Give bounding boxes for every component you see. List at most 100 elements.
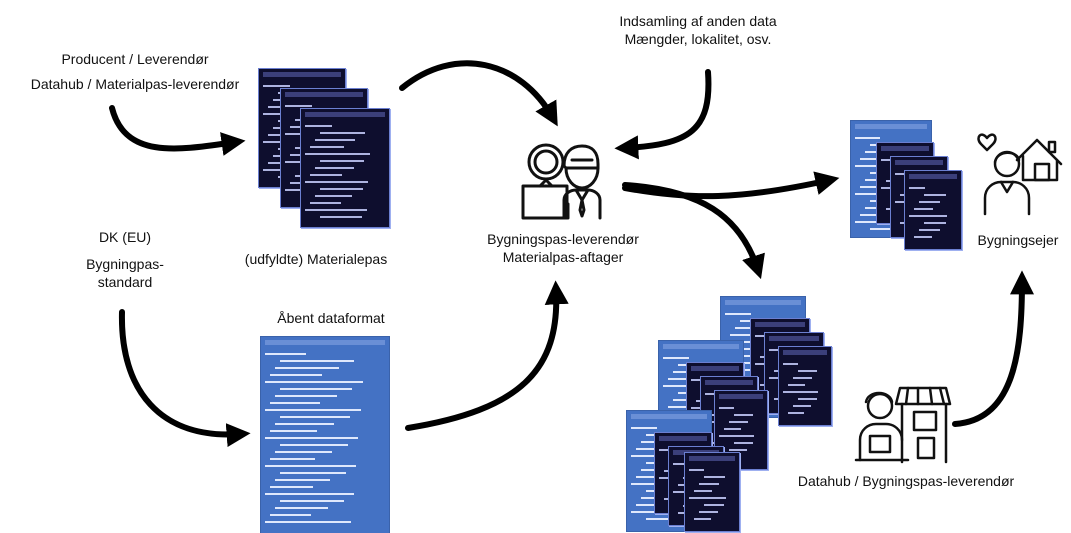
doc-code-line: [699, 511, 719, 513]
doc-code-line: [793, 405, 812, 407]
producer-label: Producent / Leverendør Datahub / Materia…: [20, 50, 250, 93]
arrow-format-to-supplier: [405, 280, 569, 431]
doc-code-line: [270, 514, 311, 516]
doc-code-line: [919, 229, 940, 231]
collection-label-line2: Mængder, lokalitet, osv.: [624, 31, 772, 47]
doc-code-line: [265, 521, 352, 523]
doc-code-line: [914, 236, 933, 238]
doc-code-line: [719, 435, 754, 437]
doc-code-line: [320, 132, 366, 134]
doc-code-line: [734, 414, 754, 416]
doc-code-line: [895, 173, 912, 175]
doc-header-bar: [659, 436, 707, 441]
doc-code-line: [310, 202, 341, 204]
doc-code-line: [860, 186, 889, 188]
doc-code-line: [265, 465, 356, 467]
doc-code-line: [270, 430, 318, 432]
doc-code-line: [909, 187, 926, 189]
doc-code-line: [280, 500, 344, 502]
arrow-producer-to-materialepas: [109, 105, 246, 156]
doc-code-line: [730, 362, 761, 364]
supplier-label-line1: Bygningspas-leverendør: [487, 231, 639, 247]
doc-code-line: [694, 490, 712, 492]
doc-code-line: [699, 483, 720, 485]
doc-code-line: [719, 407, 734, 409]
doc-code-line: [860, 158, 890, 160]
doc-code-line: [924, 222, 946, 224]
doc-code-line: [305, 125, 333, 127]
doc-code-line: [783, 391, 818, 393]
materialepas-doc: [300, 108, 390, 228]
doc-code-line: [265, 381, 363, 383]
doc-code-line: [734, 442, 753, 444]
doc-code-line: [860, 214, 888, 216]
standard-label-line2: Bygningpas-: [86, 256, 164, 272]
collection-label: Indsamling af anden data Mængder, lokali…: [598, 12, 798, 48]
doc-code-line: [691, 379, 708, 381]
doc-code-line: [270, 486, 313, 488]
doc-code-line: [265, 493, 354, 495]
arrow-supplier-to-owner-docs: [622, 171, 840, 200]
doc-header-bar: [895, 160, 943, 165]
doc-code-line: [305, 153, 370, 155]
doc-header-bar: [663, 344, 739, 349]
doc-code-line: [275, 451, 333, 453]
doc-code-line: [265, 437, 359, 439]
doc-code-line: [704, 504, 725, 506]
doc-code-line: [636, 504, 665, 506]
doc-code-line: [280, 360, 355, 362]
supplier-label-line2: Materialpas-aftager: [502, 249, 624, 265]
doc-code-line: [914, 208, 933, 210]
open-format-label: Åbent dataformat: [277, 310, 385, 326]
doc-code-line: [320, 216, 362, 218]
arrow-datahub-to-owner: [952, 270, 1034, 427]
doc-header-bar: [909, 174, 957, 179]
doc-code-line: [263, 85, 290, 87]
doc-code-line: [275, 367, 339, 369]
doc-code-line: [315, 167, 354, 169]
doc-code-line: [315, 139, 356, 141]
doc-code-line: [270, 458, 316, 460]
supplier-label: Bygningspas-leverendør Materialpas-aftag…: [468, 230, 658, 266]
doc-code-line: [783, 363, 798, 365]
doc-code-line: [265, 409, 361, 411]
producer-label-line2: Datahub / Materialpas-leverendør: [30, 76, 240, 92]
owner-label: Bygningsejer: [977, 232, 1059, 248]
doc-header-bar: [783, 350, 827, 355]
doc-code-line: [305, 209, 367, 211]
doc-code-line: [924, 194, 947, 196]
doc-code-line: [631, 427, 657, 429]
collection-label-line1: Indsamling af anden data: [619, 13, 777, 29]
homeowner-house-icon: [977, 133, 1063, 216]
doc-code-line: [265, 353, 307, 355]
doc-code-line: [275, 507, 328, 509]
doc-code-line: [659, 449, 676, 451]
doc-header-bar: [691, 366, 739, 371]
doc-code-line: [798, 370, 818, 372]
doc-code-line: [694, 518, 712, 520]
standard-label-line1: DK (EU): [98, 229, 152, 245]
doc-code-line: [788, 384, 806, 386]
doc-code-line: [285, 105, 312, 107]
doc-code-line: [646, 518, 685, 520]
doc-header-bar: [705, 380, 753, 385]
doc-code-line: [305, 181, 369, 183]
arrow-collection-to-supplier: [614, 69, 712, 160]
arrow-standard-to-format: [118, 309, 251, 448]
doc-code-line: [280, 444, 348, 446]
doc-code-line: [705, 393, 722, 395]
arrow-materialepas-to-supplier: [399, 60, 558, 127]
doc-code-line: [729, 449, 748, 451]
doc-code-line: [909, 215, 948, 217]
doc-code-line: [881, 159, 898, 161]
inspector-magnifier-icon: [521, 143, 602, 220]
doc-header-bar: [855, 124, 927, 129]
doc-code-line: [270, 402, 320, 404]
doc-code-line: [689, 469, 705, 471]
doc-code-line: [315, 195, 353, 197]
doc-code-line: [280, 416, 351, 418]
doc-header-bar: [769, 336, 819, 341]
doc-code-line: [275, 395, 337, 397]
